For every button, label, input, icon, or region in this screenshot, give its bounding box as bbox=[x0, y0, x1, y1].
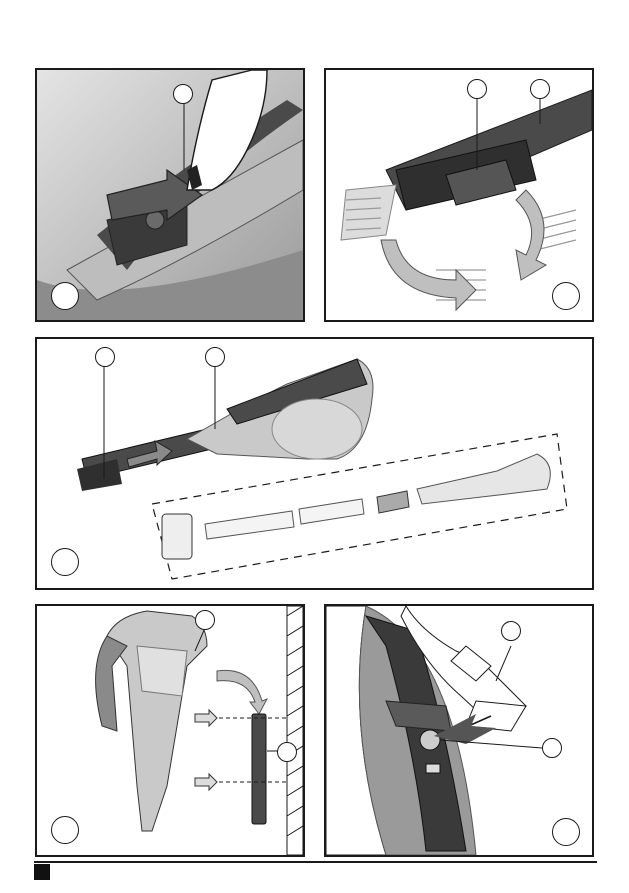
callout-circle bbox=[95, 347, 115, 367]
figure-number-circle bbox=[51, 282, 79, 310]
figure-number-circle bbox=[51, 548, 79, 576]
figure-panel-wall-mount bbox=[35, 604, 305, 857]
figure-panel-extension-tubes bbox=[35, 337, 594, 590]
figure-number-circle bbox=[552, 282, 580, 310]
callout-circle bbox=[205, 347, 225, 367]
rotating-brush-illustration bbox=[326, 70, 592, 320]
charging-plug-illustration bbox=[326, 606, 592, 855]
callout-circle bbox=[195, 610, 215, 630]
figure-panel-rotating-brush bbox=[324, 68, 594, 322]
figure-number-circle bbox=[552, 818, 580, 846]
wall-mount-illustration bbox=[37, 606, 303, 855]
page-marker-square bbox=[34, 864, 50, 880]
figure-panel-charging-plug bbox=[324, 604, 594, 857]
callout-circle bbox=[173, 84, 193, 104]
extension-tubes-illustration bbox=[37, 339, 592, 588]
callout-circle bbox=[467, 79, 487, 99]
callout-circle bbox=[530, 79, 550, 99]
callout-circle bbox=[501, 621, 521, 641]
footer-rule bbox=[34, 861, 597, 863]
callout-circle bbox=[542, 738, 562, 758]
figure-panel-release-button bbox=[35, 68, 305, 322]
callout-circle bbox=[277, 742, 297, 762]
figure-number-circle bbox=[51, 816, 79, 844]
release-button-illustration bbox=[37, 70, 303, 320]
